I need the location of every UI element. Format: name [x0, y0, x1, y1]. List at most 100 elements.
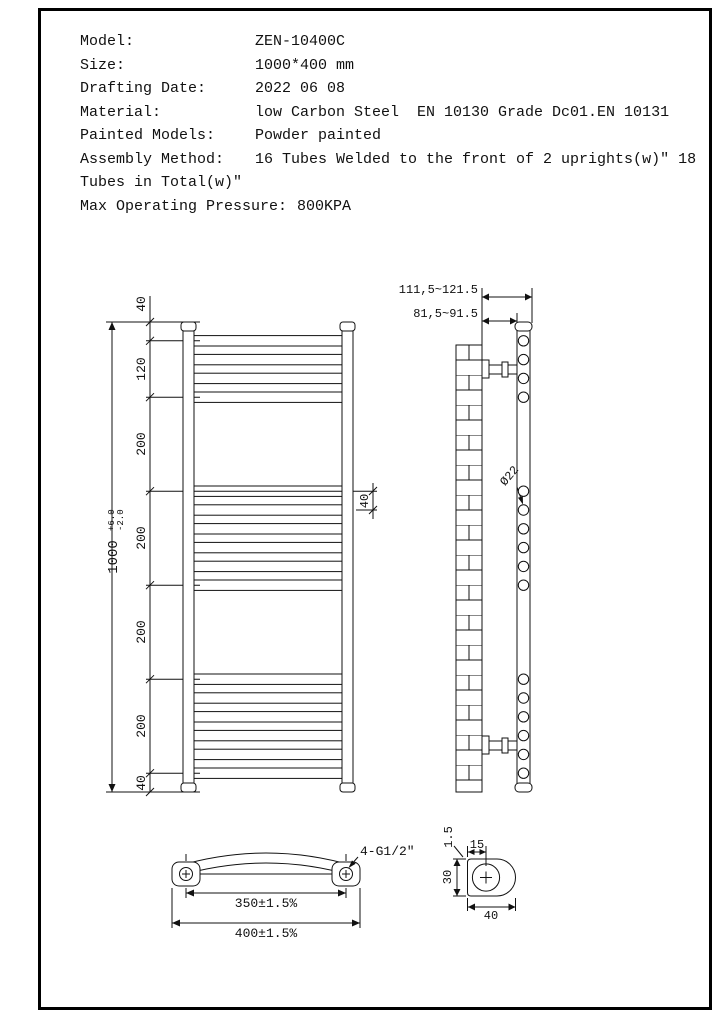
arrow-left-icon [468, 849, 475, 855]
spec-label: Drafting Date: [80, 80, 207, 97]
bracket-wall-plate [481, 735, 490, 755]
arrow-right-icon [479, 849, 486, 855]
spec-label: Model: [80, 33, 135, 50]
arrow-right-icon [508, 903, 516, 911]
radiator-tube [189, 579, 347, 591]
end-cap [180, 782, 197, 793]
spec-value: 1000*400 mm [255, 56, 355, 74]
tube-end-circle [517, 335, 530, 347]
radiator-tube [189, 523, 347, 535]
tube-end-circle [517, 353, 530, 366]
end-cap [514, 321, 533, 332]
tube-end-circle [517, 372, 530, 385]
wall-offset-outer-label: 111,5~121.5 [399, 283, 478, 297]
dim-segment-label: 200 [134, 620, 149, 643]
arrow-up-icon [453, 859, 461, 866]
dim-segment-label: 200 [134, 526, 149, 549]
arrow-right-icon [525, 293, 532, 301]
spec-label: Assembly Method: [80, 150, 225, 168]
tube-end-circle [517, 560, 530, 573]
arrow-left-icon [172, 919, 180, 927]
tube-end-circle [517, 673, 530, 685]
end-cap [514, 782, 533, 793]
dim-segment-label: 200 [134, 432, 149, 455]
detail-view [453, 845, 516, 911]
spec-row-pressure: Max Operating Pressure: 800KPA [80, 195, 685, 219]
radiator-tube [189, 504, 347, 516]
end-cap [339, 782, 356, 793]
tube-arc-outer [177, 852, 355, 867]
tube-end-circle [517, 485, 530, 497]
spec-value: ZEN-10400C [255, 33, 346, 50]
tube-end-circle [517, 711, 530, 723]
dim-segment-label: 200 [134, 714, 149, 737]
tube-end-circle [517, 523, 530, 535]
radiator-tube [189, 729, 347, 742]
radiator-tube [189, 748, 347, 761]
spec-value: 16 Tubes Welded to the front of 2 uprigh… [255, 150, 697, 168]
spec-label: Painted Models: [80, 127, 216, 144]
spec-row: Size: 1000*400 mm [80, 54, 685, 78]
radiator-tube [189, 560, 347, 573]
arrow-left-icon [468, 903, 475, 911]
radiator-tube [189, 673, 347, 685]
arrow-right-icon [510, 317, 517, 325]
plan-view [171, 852, 361, 928]
radiator-tube [189, 541, 347, 554]
tube-end-circle [517, 729, 530, 742]
arrow-down-icon [108, 784, 116, 792]
spec-row: Model: ZEN-10400C [80, 30, 685, 54]
side-view [455, 288, 533, 793]
radiator-tube [189, 767, 347, 779]
arrow-up-icon [108, 322, 116, 330]
tube-end-circle [517, 767, 530, 779]
detail-height-label: 30 [441, 870, 455, 884]
spec-wrap-text: Tubes in Total(w)" [80, 174, 243, 191]
pitch-dim-label: 40 [358, 494, 372, 508]
detail-thickness-label: 1.5 [442, 826, 456, 848]
tube-end-circle [517, 541, 530, 554]
tube-end-circle [517, 504, 530, 516]
spec-row: Painted Models: Powder painted [80, 124, 685, 148]
arrow-left-icon [482, 317, 489, 325]
tolerance-plus-label: +6.0 [107, 509, 117, 531]
spec-block: Model: ZEN-10400C Size: 1000*400 mm Drafti… [80, 30, 696, 219]
dim-segment-label: 120 [134, 357, 149, 380]
dim-tick [368, 486, 378, 496]
spec-label: Size: [80, 56, 126, 74]
thread-spec-label: 4-G1/2" [360, 844, 415, 859]
bracket-centers-dim-label: 350±1.5% [235, 896, 298, 911]
spec-label: Max Operating Pressure: [80, 197, 288, 215]
spec-value: 800KPA [297, 197, 352, 215]
arrow-left-icon [482, 293, 489, 301]
radiator-tube [189, 692, 347, 704]
spec-value: 2022 06 08 [255, 80, 346, 97]
sheet-border [38, 8, 712, 1010]
spec-value: Powder painted [255, 127, 382, 144]
spec-label: Material: [80, 103, 162, 121]
radiator-tube [189, 372, 347, 385]
spec-row-wrap: Tubes in Total(w)" [80, 171, 685, 195]
spec-row: Material:low Carbon Steel EN 10130 Grade… [80, 101, 685, 125]
radiator-tube [189, 391, 347, 403]
end-cap [339, 321, 356, 332]
detail-offset-label: 15 [470, 838, 484, 852]
arrow-down-icon [453, 889, 461, 896]
overall-height-dim: 1000 +6.0 -2.0 [106, 509, 126, 573]
leader-line [453, 845, 464, 858]
wall-offset-inner-label: 81,5~91.5 [413, 307, 478, 321]
arrow-right-icon [352, 919, 360, 927]
bracket-nut [501, 361, 509, 378]
end-cap [180, 321, 197, 332]
detail-width-label: 40 [484, 909, 498, 923]
spec-row: Assembly Method: 16 Tubes Welded to the f… [80, 148, 696, 172]
upright-right [341, 329, 354, 785]
tube-end-circle [517, 692, 530, 704]
tube-end-circle [517, 391, 530, 403]
dim-segment-label: 40 [134, 775, 149, 791]
leader-arrow-icon [348, 860, 356, 868]
overall-height-label: 1000 [106, 540, 122, 574]
dim-tick [368, 505, 378, 515]
